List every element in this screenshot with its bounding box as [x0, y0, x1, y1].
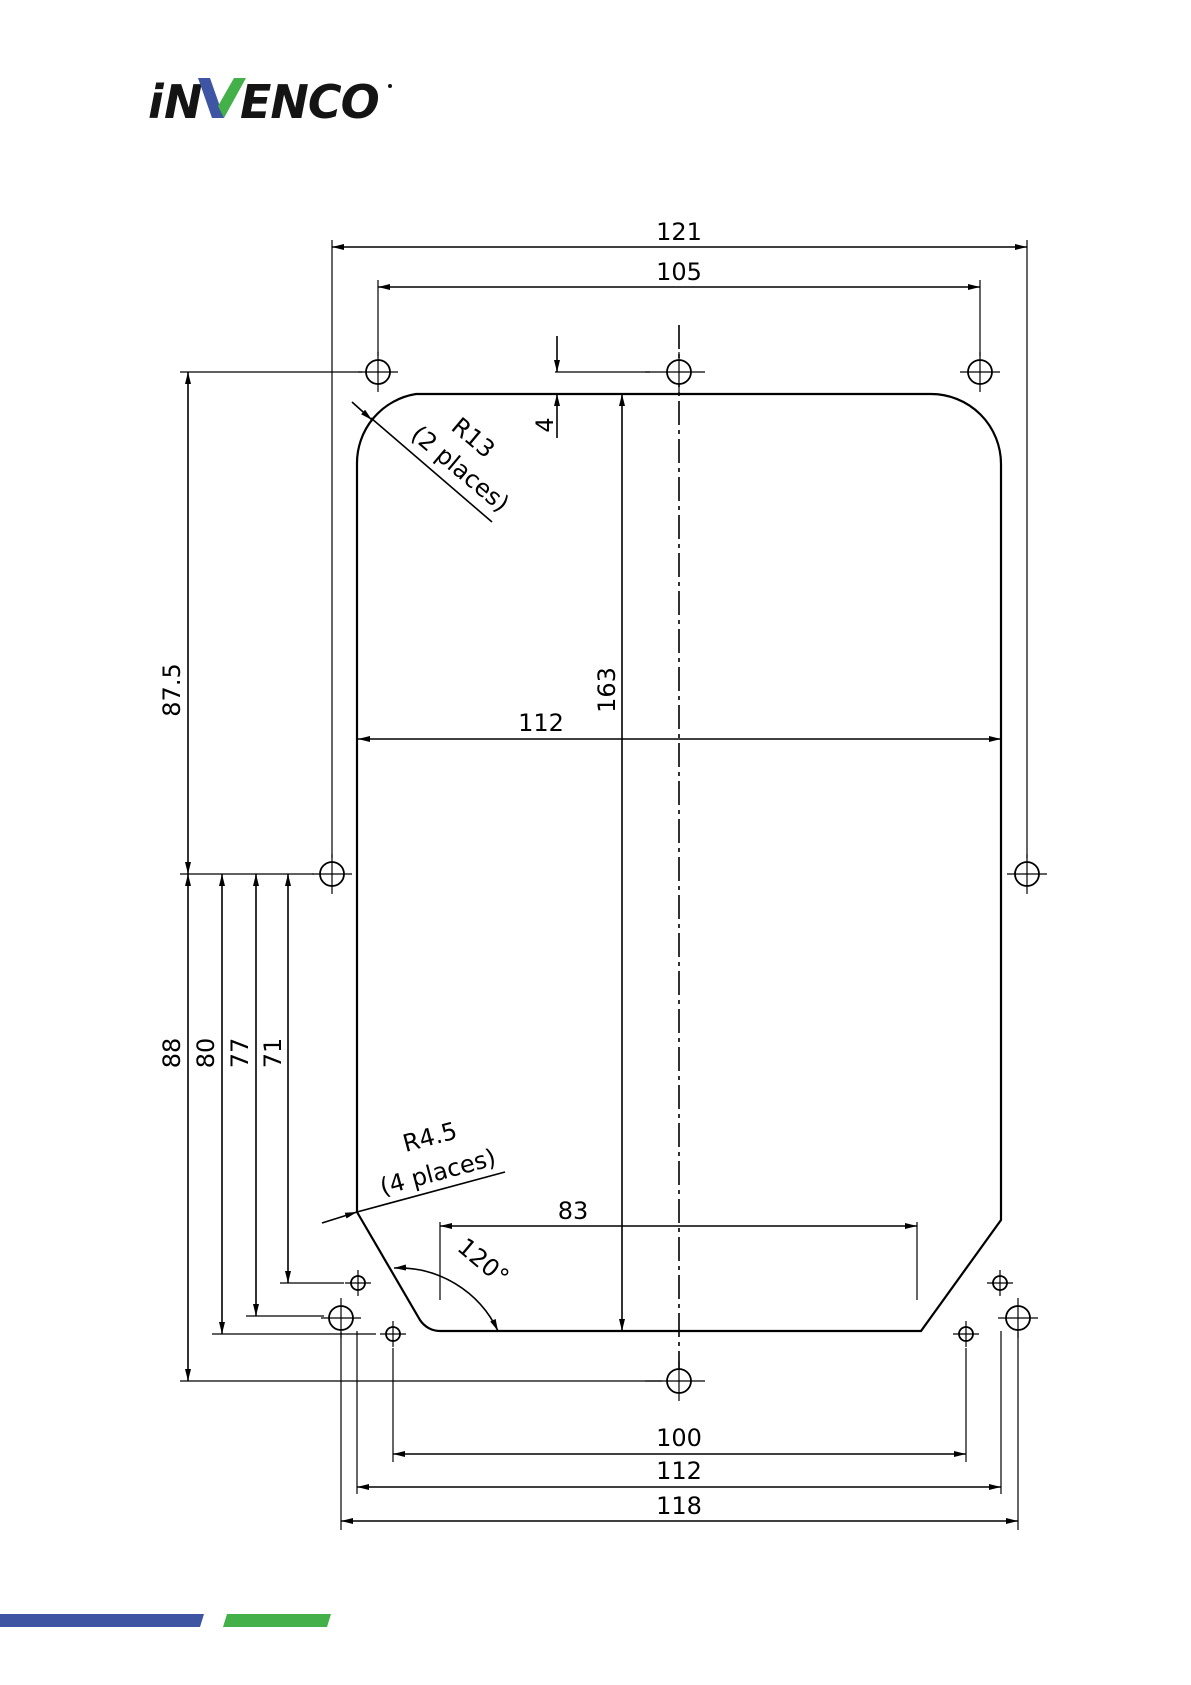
- dim-83: 83: [558, 1197, 589, 1225]
- dim-88: 88: [158, 1038, 186, 1069]
- dim-71: 71: [259, 1038, 287, 1069]
- hole-small-right-lower: [953, 1321, 979, 1347]
- hole-top-right: [960, 352, 1000, 392]
- footer-bar-green: [223, 1614, 331, 1627]
- hole-small-left-lower: [380, 1321, 406, 1347]
- dim-118: 118: [656, 1492, 702, 1520]
- hole-top-left: [358, 352, 398, 392]
- dim-105: 105: [656, 258, 702, 286]
- hole-mid-left: [312, 854, 352, 894]
- note-r4-5-places: (4 places): [377, 1143, 499, 1201]
- dim-87-5: 87.5: [158, 663, 186, 716]
- dim-112-bottom: 112: [656, 1457, 702, 1485]
- dim-121: 121: [656, 218, 702, 246]
- svg-text:i: i: [148, 75, 165, 129]
- footer-bar-blue: [0, 1614, 204, 1627]
- hole-small-right-upper: [987, 1270, 1013, 1296]
- dim-163: 163: [593, 667, 621, 713]
- dim-100: 100: [656, 1424, 702, 1452]
- svg-text:N: N: [164, 75, 202, 129]
- svg-text:ENCO: ENCO: [240, 75, 379, 129]
- dim-112-mid: 112: [518, 709, 564, 737]
- footer-bars: [0, 1614, 331, 1627]
- dim-80: 80: [192, 1038, 220, 1069]
- hole-top-center: [645, 352, 705, 392]
- dim-4: 4: [531, 417, 559, 432]
- hole-small-left-upper: [345, 1270, 371, 1296]
- dim-77: 77: [226, 1038, 254, 1069]
- dimension-labels: 121 105 112 163 4 87.5 88 80 77 71 83 10…: [158, 218, 702, 1520]
- dim-angle-120: 120°: [452, 1233, 514, 1292]
- invenco-logo: i N ENCO: [148, 75, 392, 129]
- extension-lines: [180, 240, 1027, 1530]
- hole-mid-right: [1007, 854, 1047, 894]
- note-r4-5: R4.5: [400, 1117, 460, 1158]
